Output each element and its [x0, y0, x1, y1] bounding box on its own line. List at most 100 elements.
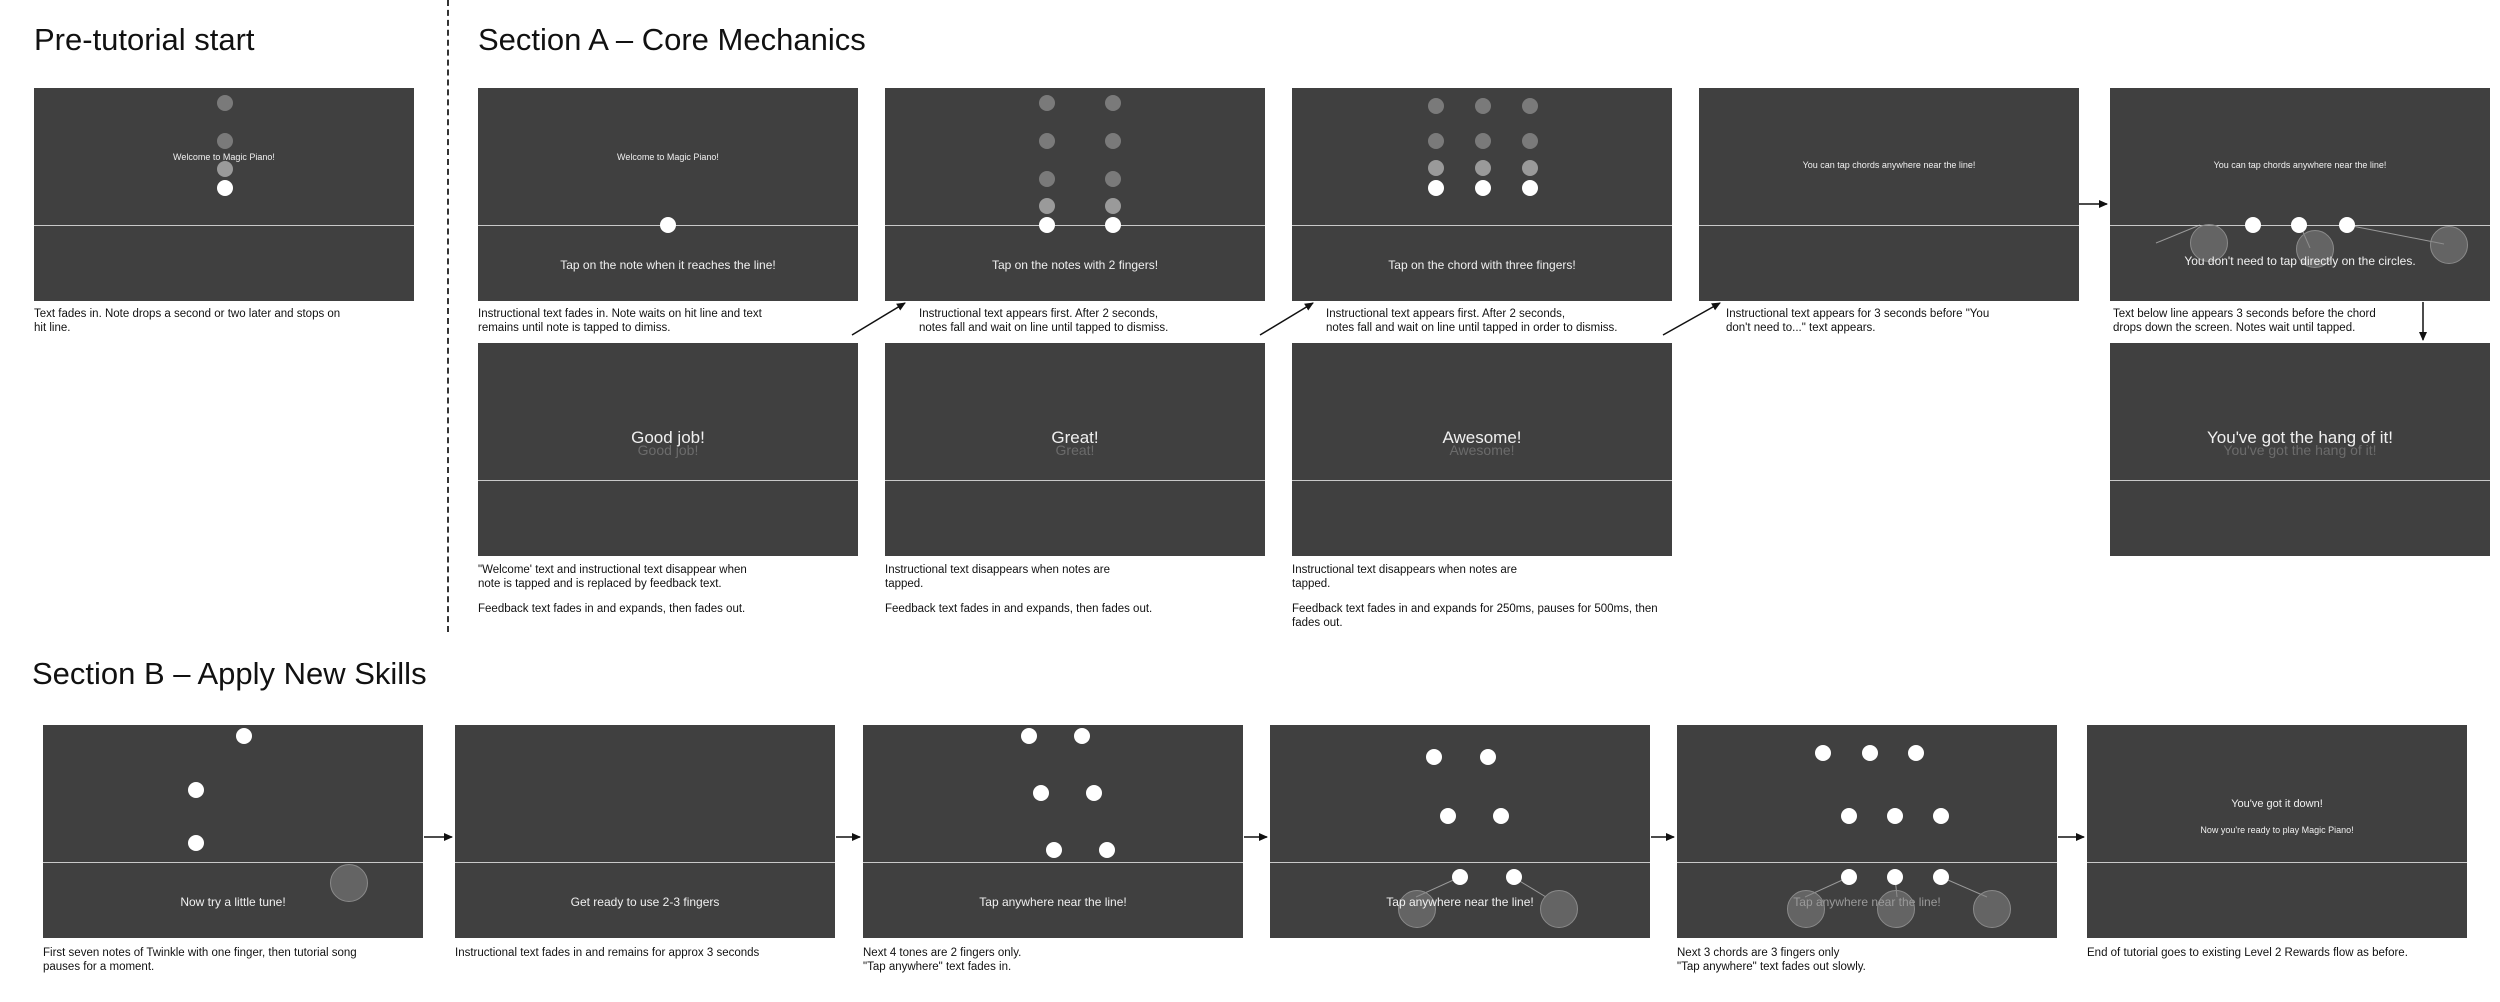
caption-line: End of tutorial goes to existing Level 2…	[2087, 947, 2408, 959]
caption-line: Instructional text appears first. After …	[1326, 308, 1566, 320]
caption-a-1: Instructional text fades in. Note waits …	[478, 307, 858, 335]
instruction-text: Tap on the notes with 2 fingers!	[991, 258, 1159, 272]
caption-line: Feedback text fades in and expands, then…	[885, 603, 1153, 615]
hit-line	[1292, 480, 1672, 481]
note-dot	[1522, 98, 1538, 114]
note-dot	[660, 217, 676, 233]
instruction-text: Tap on the note when it reaches the line…	[560, 258, 776, 272]
caption-a-2: Instructional text appears first. After …	[919, 307, 1279, 335]
note-dot	[1074, 728, 1090, 744]
caption-line: note is tapped and is replaced by feedba…	[478, 578, 722, 590]
note-dot	[1440, 808, 1456, 824]
note-dot	[1021, 728, 1037, 744]
instruction-text: You can tap chords anywhere near the lin…	[1802, 160, 1976, 170]
instruction-text: Tap anywhere near the line!	[1386, 895, 1534, 909]
instruction-text: Now try a little tune!	[180, 895, 286, 909]
note-dot	[1039, 171, 1055, 187]
screen-a-2-feedback: Great! Great!	[885, 343, 1265, 556]
note-dot	[1452, 869, 1468, 885]
touch-indicator	[1973, 890, 2011, 928]
note-dot	[1908, 745, 1924, 761]
caption-line: Feedback text fades in and expands, then…	[478, 603, 746, 615]
caption-b-2: Instructional text fades in and remains …	[455, 946, 835, 960]
touch-indicator	[1877, 890, 1915, 928]
caption-b-6: End of tutorial goes to existing Level 2…	[2087, 946, 2487, 960]
screen-a-3: Tap on the chord with three fingers!	[1292, 88, 1672, 301]
feedback-ghost-text: Great!	[1055, 442, 1095, 458]
note-dot	[1522, 133, 1538, 149]
hit-line	[1270, 862, 1650, 863]
caption-b-3: Next 4 tones are 2 fingers only. "Tap an…	[863, 946, 1243, 974]
note-dot	[236, 728, 252, 744]
caption-line: Instructional text fades in and remains …	[455, 947, 760, 959]
feedback-text: Good job!	[631, 428, 705, 447]
welcome-text: Welcome to Magic Piano!	[617, 152, 719, 162]
caption-b-5: Next 3 chords are 3 fingers only "Tap an…	[1677, 946, 2057, 974]
note-dot	[2291, 217, 2307, 233]
note-dot	[1522, 160, 1538, 176]
note-dot	[188, 782, 204, 798]
note-dot	[1493, 808, 1509, 824]
note-dot	[1105, 133, 1121, 149]
touch-indicator	[2296, 230, 2334, 268]
title-section-a: Section A – Core Mechanics	[478, 22, 866, 57]
feedback-text: You've got the hang of it!	[2207, 428, 2393, 447]
feedback-text: Great!	[1051, 428, 1099, 447]
hit-line	[885, 480, 1265, 481]
caption-line: Feedback text fades in and expands for 2…	[1292, 603, 1658, 615]
caption-line: "Tap anywhere" text fades in.	[863, 961, 1012, 973]
note-dot	[1841, 869, 1857, 885]
screen-b-5: Tap anywhere near the line!	[1677, 725, 2057, 938]
instruction-text: Tap on the chord with three fingers!	[1388, 258, 1576, 272]
hit-line	[1699, 225, 2079, 226]
feedback-ghost-text: Good job!	[637, 442, 699, 458]
caption-line: tapped.	[1292, 578, 1331, 590]
instruction-text: Tap anywhere near the line!	[979, 895, 1127, 909]
hit-line	[1677, 862, 2057, 863]
note-dot	[1033, 785, 1049, 801]
touch-indicator	[1398, 890, 1436, 928]
caption-line: don't need to..." text appears.	[1726, 322, 1876, 334]
note-dot	[1426, 749, 1442, 765]
screen-b-1: Now try a little tune!	[43, 725, 423, 938]
touch-indicator	[1540, 890, 1578, 928]
caption-a-3-feedback: Instructional text disappears when notes…	[1292, 563, 1692, 630]
touch-indicator	[1787, 890, 1825, 928]
screen-a-5: You can tap chords anywhere near the lin…	[2110, 88, 2490, 301]
caption-line: remains until note is tapped to dimiss.	[478, 322, 671, 334]
caption-b-1: First seven notes of Twinkle with one fi…	[43, 946, 423, 974]
screen-a-5-feedback: You've got the hang of it! You've got th…	[2110, 343, 2490, 556]
instruction-text: Get ready to use 2-3 fingers	[570, 895, 720, 909]
hit-line	[2087, 862, 2467, 863]
note-dot	[1428, 180, 1444, 196]
note-dot	[1099, 842, 1115, 858]
hit-line	[478, 480, 858, 481]
note-dot	[1933, 869, 1949, 885]
screen-b-4: Tap anywhere near the line!	[1270, 725, 1650, 938]
title-section-b: Section B – Apply New Skills	[32, 656, 427, 691]
screen-b-6: You've got it down! Now you're ready to …	[2087, 725, 2467, 938]
screen-a-2: Tap on the notes with 2 fingers!	[885, 88, 1265, 301]
note-dot	[1815, 745, 1831, 761]
caption-pre-1: Text fades in. Note drops a second or tw…	[34, 307, 414, 335]
end-title-text: You've got it down!	[2231, 798, 2323, 810]
caption-line: notes fall and wait on line until tapped…	[919, 322, 1169, 334]
feedback-ghost-text: Awesome!	[1449, 442, 1515, 458]
hit-line	[43, 862, 423, 863]
note-dot	[1887, 808, 1903, 824]
feedback-text: Awesome!	[1442, 428, 1522, 447]
caption-line: hit line.	[34, 322, 71, 334]
instruction-text: You can tap chords anywhere near the lin…	[2213, 160, 2387, 170]
caption-a-3: Instructional text appears first. After …	[1326, 307, 1726, 335]
note-dot	[1480, 749, 1496, 765]
note-dot	[1105, 171, 1121, 187]
caption-line: "Welcome' text and instructional text di…	[478, 564, 747, 576]
caption-line: notes fall and wait on line until tapped…	[1326, 322, 1618, 334]
caption-a-4: Instructional text appears for 3 seconds…	[1726, 307, 2086, 335]
note-dot	[1475, 133, 1491, 149]
note-dot	[1039, 198, 1055, 214]
caption-line: Next 4 tones are 2 fingers only.	[863, 947, 1022, 959]
end-subtitle-text: Now you're ready to play Magic Piano!	[2200, 825, 2354, 835]
caption-line: Text fades in. Note drops a second or tw…	[34, 308, 341, 320]
caption-line: drops down the screen. Notes wait until …	[2113, 322, 2356, 334]
